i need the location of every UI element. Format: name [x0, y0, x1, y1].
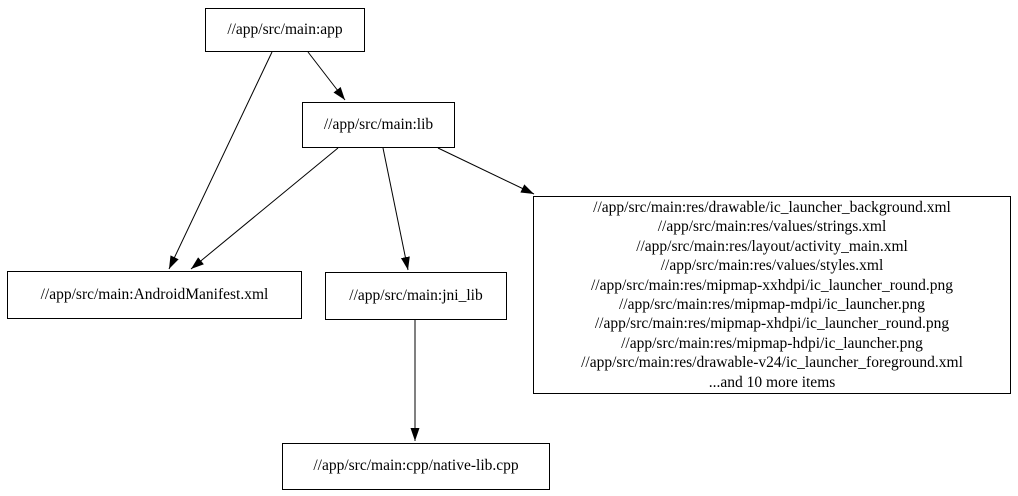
res-file-line: //app/src/main:res/mipmap-mdpi/ic_launch… [618, 296, 926, 313]
res-file-line: //app/src/main:res/mipmap-xxhdpi/ic_laun… [590, 276, 953, 294]
edge-app-to-manifest [168, 51, 273, 270]
node-app: //app/src/main:app [205, 8, 365, 52]
node-jni-lib: //app/src/main:jni_lib [325, 272, 507, 320]
edge-lib-to-res [437, 147, 535, 195]
node-native-lib-cpp-label: //app/src/main:cpp/native-lib.cpp [313, 457, 519, 475]
res-file-line: //app/src/main:res/values/strings.xml [657, 218, 887, 236]
res-file-line: //app/src/main:res/values/styles.xml [660, 257, 884, 275]
res-file-line: //app/src/main:res/drawable-v24/ic_launc… [581, 354, 963, 372]
node-jni-lib-label: //app/src/main:jni_lib [349, 286, 483, 304]
node-res-files: //app/src/main:res/drawable/ic_launcher_… [533, 196, 1011, 394]
node-android-manifest-label: //app/src/main:AndroidManifest.xml [40, 285, 269, 303]
node-lib-label: //app/src/main:lib [323, 115, 434, 133]
res-file-line: //app/src/main:res/drawable/ic_launcher_… [593, 198, 951, 216]
node-lib: //app/src/main:lib [302, 102, 455, 148]
res-file-line: //app/src/main:res/mipmap-hdpi/ic_launch… [621, 334, 923, 352]
res-file-line: //app/src/main:res/mipmap-xhdpi/ic_launc… [594, 315, 950, 333]
res-file-line: //app/src/main:res/layout/activity_main.… [636, 237, 908, 255]
edge-lib-to-jni-lib [382, 147, 410, 271]
node-native-lib-cpp: //app/src/main:cpp/native-lib.cpp [282, 443, 550, 490]
res-more-items-line: ...and 10 more items [708, 373, 836, 391]
node-android-manifest: //app/src/main:AndroidManifest.xml [7, 271, 302, 319]
edge-lib-to-manifest [190, 147, 339, 270]
node-app-label: //app/src/main:app [227, 20, 343, 38]
edge-app-to-lib [307, 51, 346, 101]
